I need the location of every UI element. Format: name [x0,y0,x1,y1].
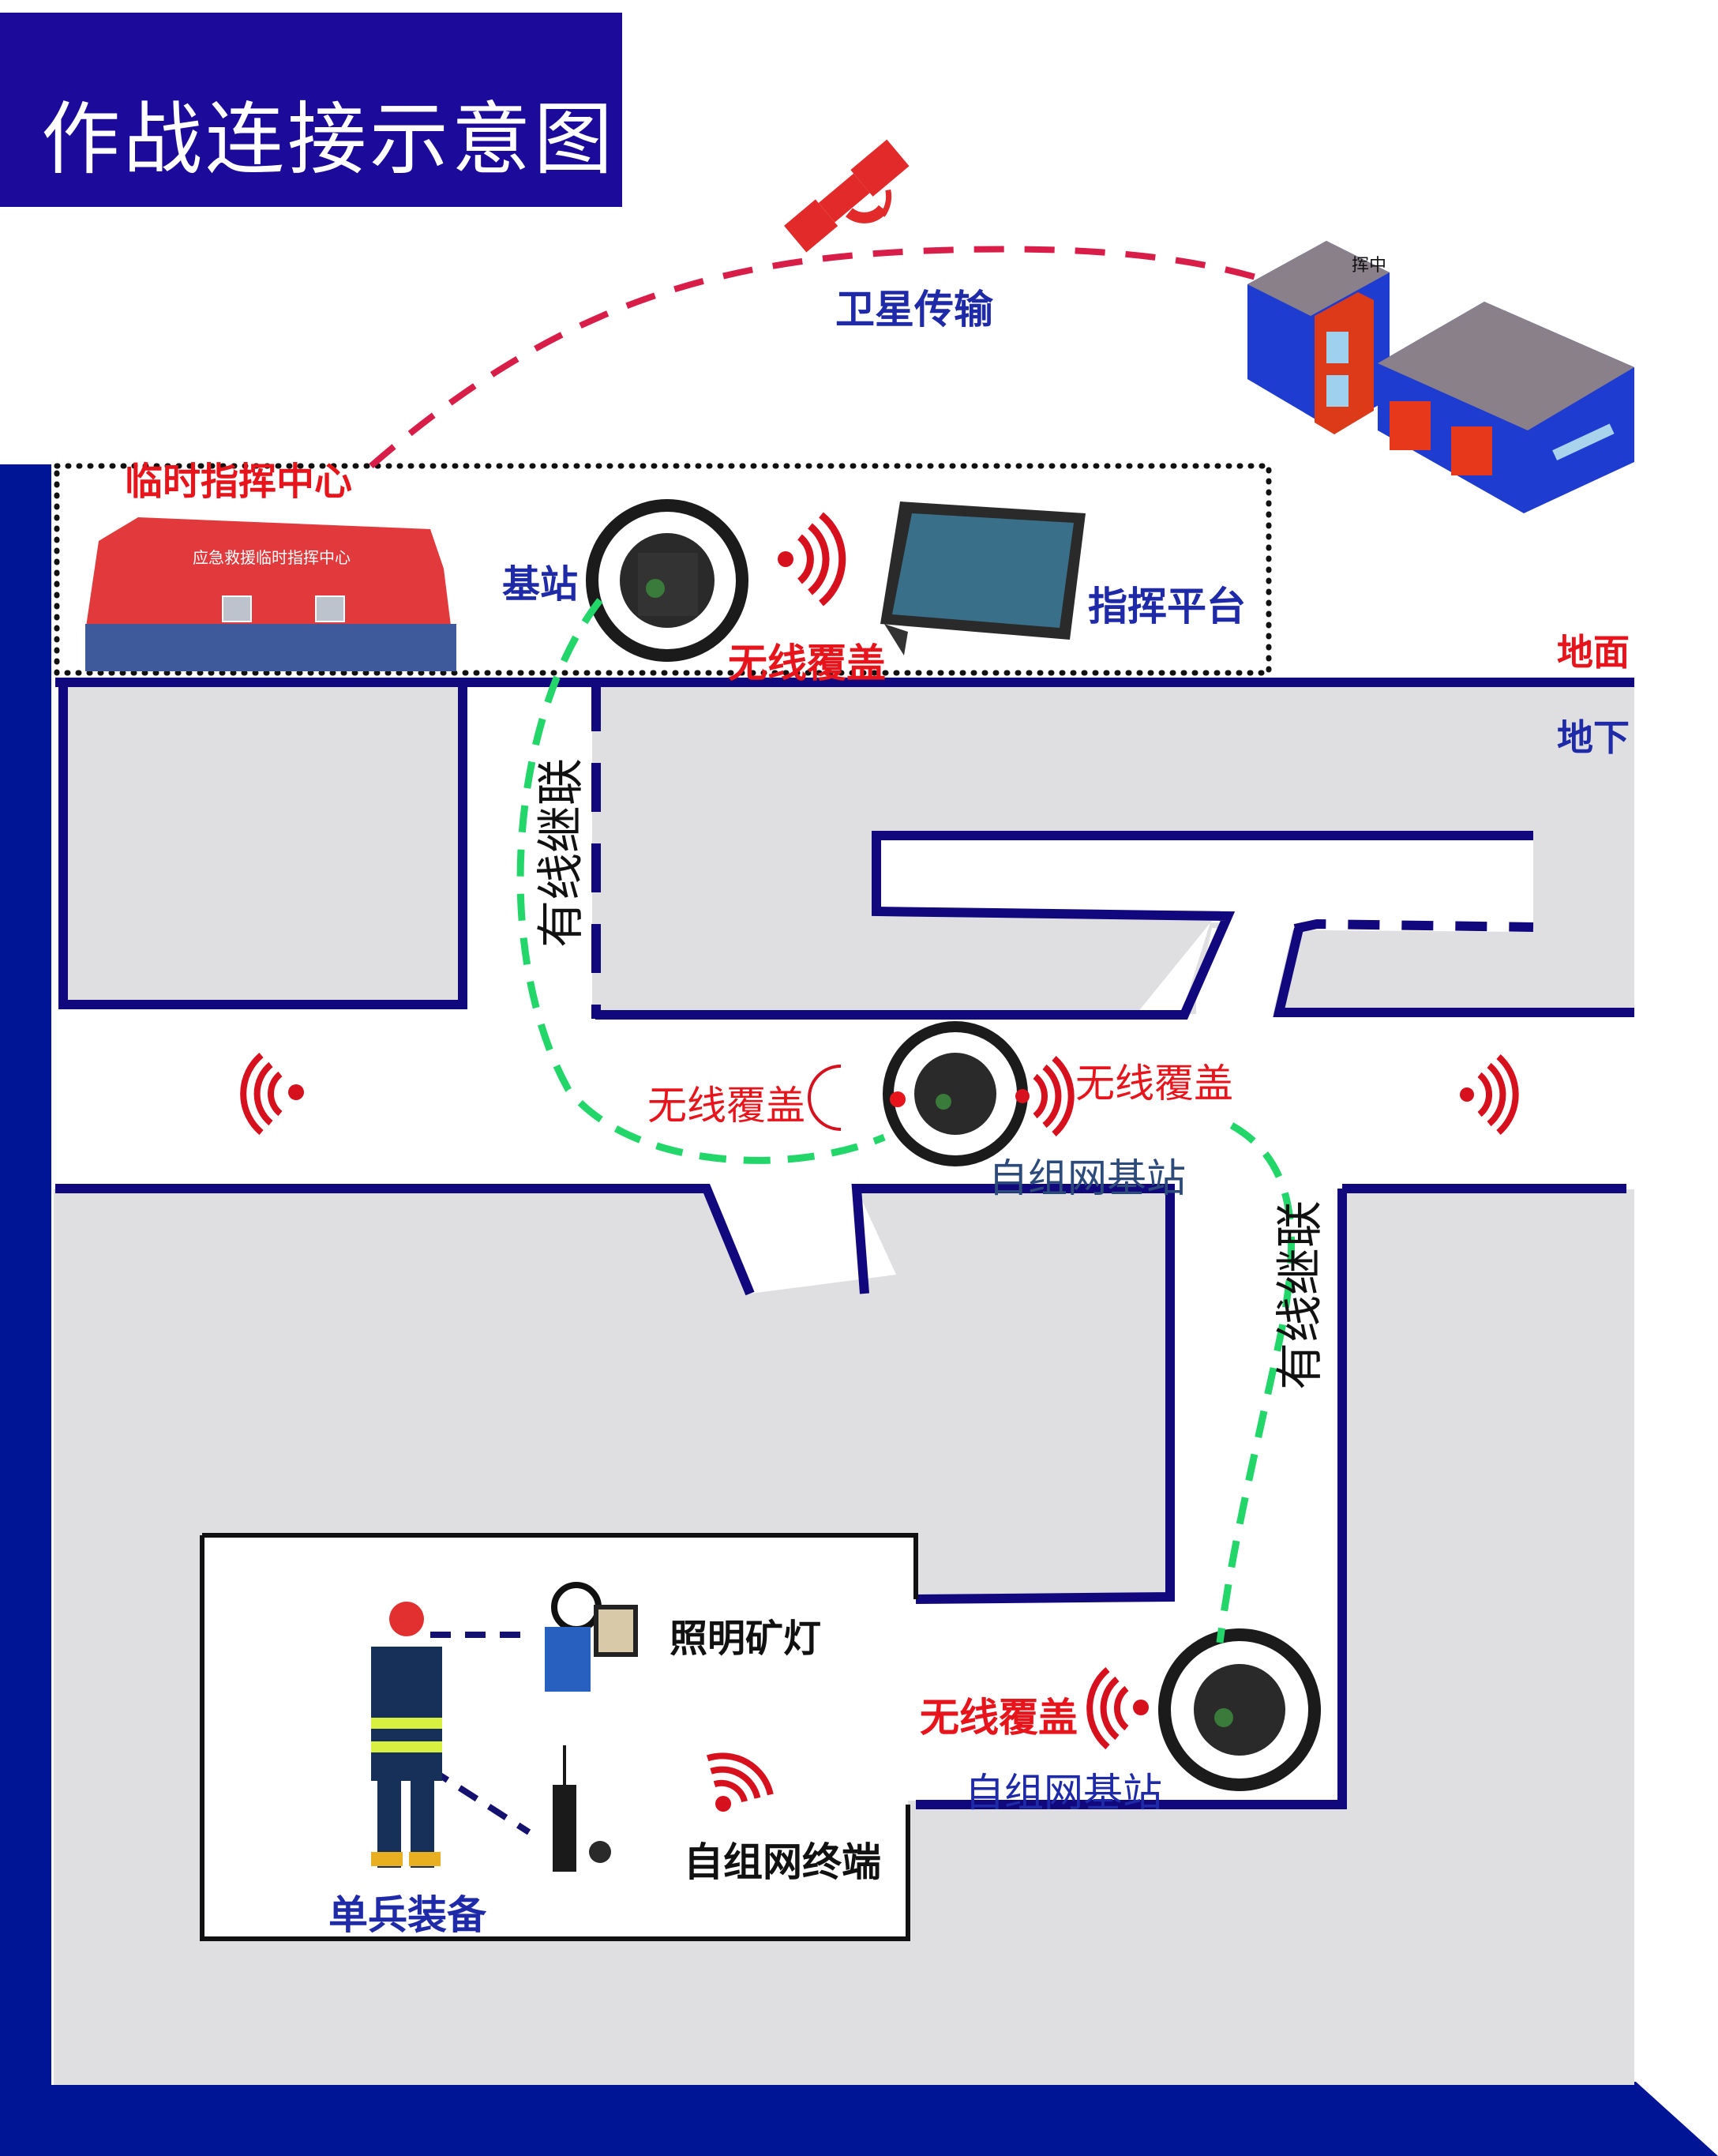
mesh-station-1-label: 自组网基站 [988,1155,1186,1201]
signal-dot [890,1091,906,1107]
corridor-main [54,1014,1634,1189]
wifi-signal-icon [778,512,846,607]
wall-dashed-right [1293,918,1534,933]
soldier-equipment-label: 单兵装备 [328,1891,486,1938]
wifi-signal-icon [1086,1666,1149,1750]
outer-wall-bottom [0,2082,1718,2156]
walls [55,678,1634,1809]
wired-relay-link-2 [1216,1122,1296,1643]
wifi-signal-icon [706,1752,774,1812]
command-building-icon [1247,241,1634,513]
page-title: 作战连接示意图 [41,93,616,186]
command-building-sign: 挥中 [1352,256,1387,276]
wall-room-b-bottom [595,831,1533,1020]
satellite-icon [784,139,910,253]
above-ground-label: 地面 [1557,631,1630,674]
signal-arc [808,1065,842,1131]
mesh-2-wireless-label: 无线覆盖 [920,1694,1078,1741]
underground-label: 地下 [1557,716,1630,759]
mesh-terminal-label: 自组网终端 [684,1839,881,1885]
firefighter-icon [371,1602,442,1868]
base-station-wireless-label: 无线覆盖 [728,640,886,686]
outer-wall-left [0,464,51,2156]
command-platform-label: 指挥平台 [1088,583,1246,629]
handheld-radio-icon [553,1745,611,1872]
tent-icon [85,517,456,671]
temp-command-zone-border [54,463,1272,676]
wall-room-c [1273,927,1634,1017]
wifi-signal-icon [240,1052,304,1136]
base-station-label: 基站 [502,562,579,607]
corridor-slant-down [701,1189,896,1294]
title-banner [0,13,622,207]
wall-room-a [58,682,467,1009]
wired-relay-label-1: 有线继联 [534,758,589,948]
wired-relay-link-1 [516,598,886,1164]
floor-area-top-left [62,682,463,1003]
miner-lamp-icon [545,1582,638,1692]
wifi-signal-icon [1015,1056,1075,1136]
miner-lamp-label: 照明矿灯 [670,1617,822,1661]
mesh-station-2-label: 自组网基站 [965,1770,1162,1816]
satellite-link [369,246,1281,469]
cable-reel-base-station-icon [586,499,748,662]
wall-equipment-room [202,1533,918,1599]
wall-main-lower [55,1184,755,1296]
mesh-base-station-2-icon [1158,1628,1321,1791]
wall-lower-mid [851,1184,1175,1604]
mesh-1-wireless-right-label: 无线覆盖 [1075,1061,1233,1106]
rugged-tablet-icon [880,501,1086,655]
wall-right-col-left [916,1189,1347,1809]
mesh-1-wireless-left-label: 无线覆盖 [647,1083,805,1129]
corridor-upper-right [875,834,1533,1015]
wall-equipment-room-2 [200,1535,910,1941]
satellite-link-label: 卫星传输 [835,286,993,332]
tent-banner-label: 应急救援临时指挥中心 [193,548,351,567]
radio-connection [428,1766,531,1835]
temp-command-label: 临时指挥中心 [125,460,353,504]
wifi-signal-icon [1460,1054,1519,1135]
wired-relay-label-2: 有线继联 [1273,1200,1328,1390]
